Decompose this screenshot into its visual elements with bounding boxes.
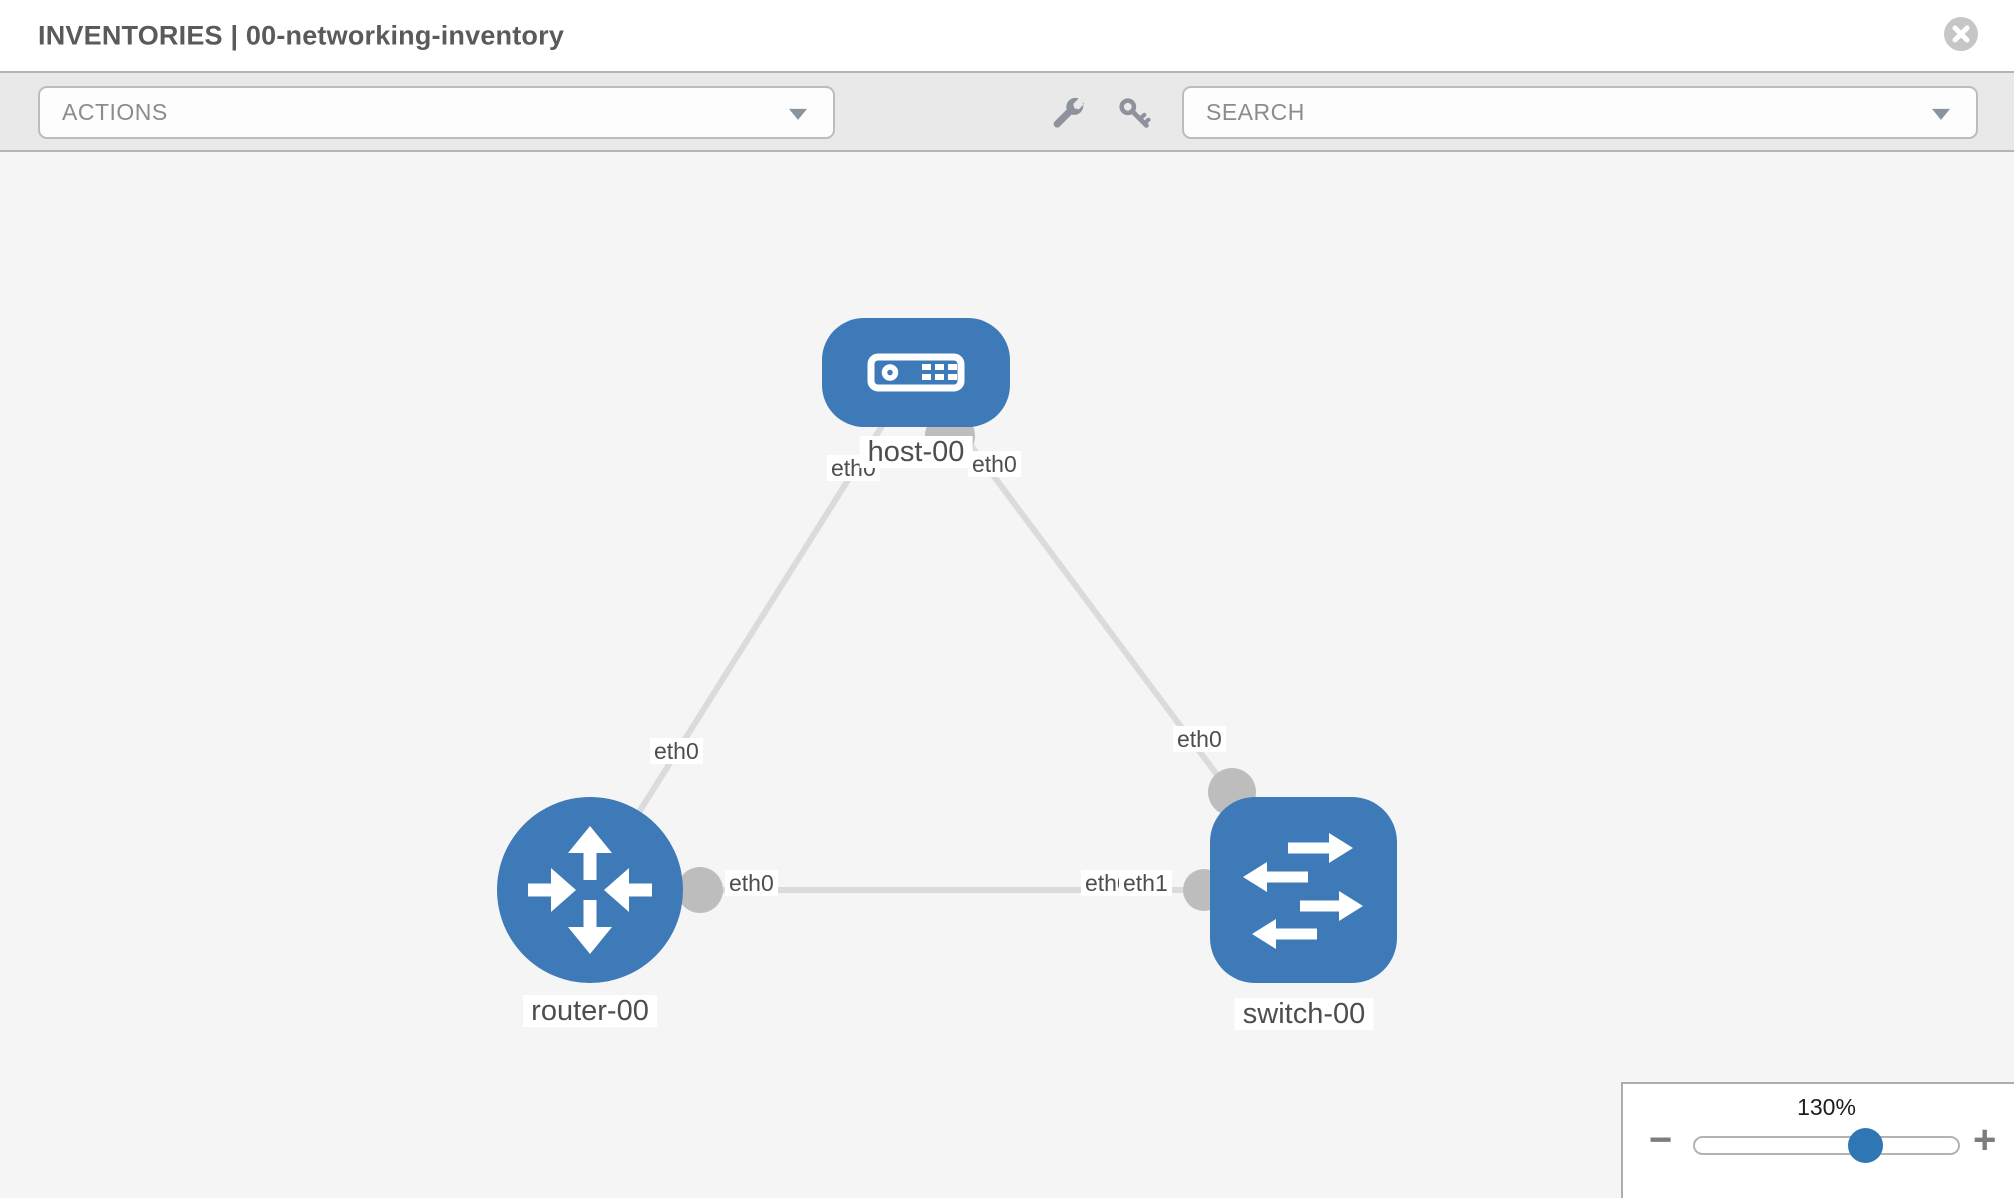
search-dropdown[interactable]: SEARCH bbox=[1182, 86, 1978, 139]
host-icon bbox=[867, 353, 965, 392]
node-label-router[interactable]: router-00 bbox=[523, 995, 657, 1027]
zoom-out-button[interactable]: − bbox=[1649, 1118, 1673, 1162]
iface-label-switch-up[interactable]: eth0 bbox=[1173, 726, 1226, 752]
topology-canvas[interactable]: eth0 eth0 eth0 eth0 eth0 eth0 eth1 host-… bbox=[0, 152, 2014, 1198]
zoom-slider-track[interactable] bbox=[1693, 1136, 1960, 1155]
zoom-slider-thumb[interactable] bbox=[1848, 1128, 1883, 1163]
toolbar: ACTIONS SEARCH bbox=[0, 71, 2014, 152]
node-switch[interactable] bbox=[1210, 797, 1397, 983]
actions-dropdown[interactable]: ACTIONS bbox=[38, 86, 835, 139]
header: INVENTORIES | 00-networking-inventory bbox=[0, 0, 2014, 71]
wrench-icon[interactable] bbox=[1049, 96, 1085, 132]
chevron-down-icon bbox=[789, 108, 807, 120]
node-label-switch[interactable]: switch-00 bbox=[1234, 998, 1374, 1030]
chevron-down-icon bbox=[1932, 108, 1950, 120]
connector-router-right[interactable] bbox=[677, 867, 723, 913]
switch-icon bbox=[1243, 833, 1363, 949]
topology-graph bbox=[497, 318, 1397, 983]
node-router[interactable] bbox=[497, 797, 683, 983]
actions-dropdown-value: ACTIONS bbox=[62, 99, 168, 125]
close-button[interactable] bbox=[1944, 17, 1978, 51]
node-label-host[interactable]: host-00 bbox=[859, 436, 973, 468]
key-icon[interactable] bbox=[1117, 96, 1153, 132]
node-host[interactable] bbox=[822, 318, 1010, 427]
iface-label-router-up[interactable]: eth0 bbox=[650, 738, 703, 764]
zoom-level-value: 130% bbox=[1797, 1094, 1856, 1120]
interface-connectors bbox=[677, 411, 1256, 913]
zoom-in-button[interactable]: + bbox=[1973, 1118, 1997, 1162]
iface-label-host-right[interactable]: eth0 bbox=[968, 451, 1021, 477]
search-placeholder: SEARCH bbox=[1206, 99, 1305, 125]
zoom-control-panel: 130% − + bbox=[1621, 1082, 2014, 1198]
iface-label-switch-eth1[interactable]: eth1 bbox=[1119, 870, 1172, 896]
close-icon bbox=[1952, 25, 1970, 43]
iface-label-router-eth0[interactable]: eth0 bbox=[725, 870, 778, 896]
page-title: INVENTORIES | 00-networking-inventory bbox=[38, 20, 565, 50]
router-icon bbox=[528, 826, 652, 954]
